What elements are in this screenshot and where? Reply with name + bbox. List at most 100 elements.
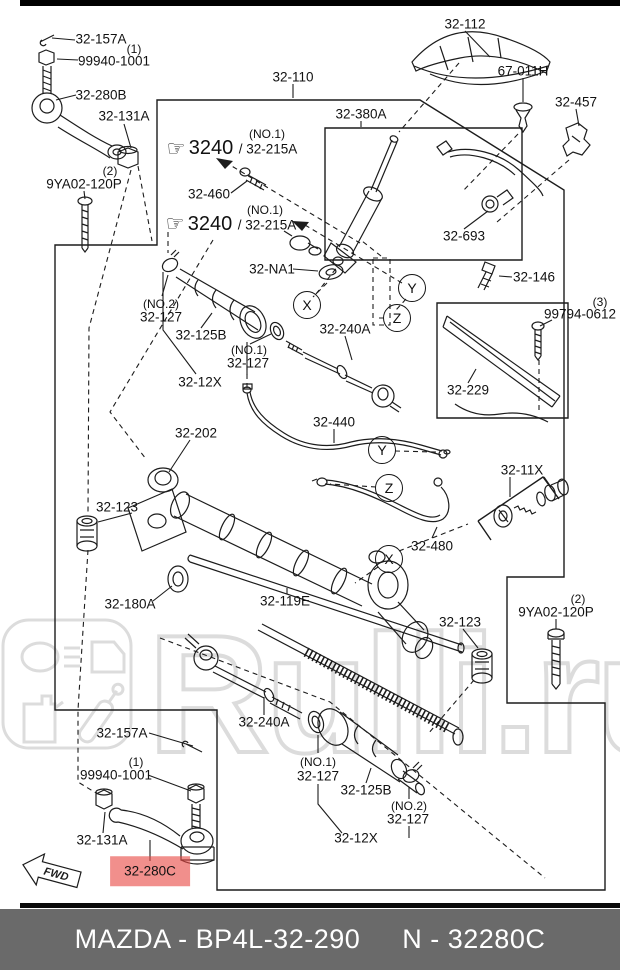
bolt-32146-drawing bbox=[477, 261, 496, 291]
tie-rod-end-lower-drawing bbox=[95, 740, 215, 865]
harness-drawing bbox=[436, 140, 544, 213]
part-label: 32-12X bbox=[178, 374, 222, 390]
view-ref-circle-z: Z bbox=[383, 304, 411, 332]
part-label: 32-457 bbox=[554, 94, 598, 110]
pointing-hand-icon: ☞ bbox=[166, 137, 186, 161]
part-label: 32-123 bbox=[438, 614, 482, 630]
part-label: 32-110 bbox=[272, 69, 314, 85]
tie-rod-end-upper-drawing bbox=[31, 34, 139, 169]
part-label: 32-127 bbox=[139, 309, 183, 325]
footer-ref-number: N - 32280C bbox=[402, 924, 546, 954]
part-label: 32-460 bbox=[187, 186, 231, 202]
inner-tie-rod-upper-drawing bbox=[285, 340, 402, 413]
bushing-32123-left-drawing bbox=[76, 515, 98, 552]
part-label: (NO.2) bbox=[391, 799, 427, 813]
part-label: 32-693 bbox=[442, 228, 486, 244]
part-label: 32-480 bbox=[410, 538, 454, 554]
car-door-icon bbox=[90, 640, 126, 674]
part-label: 32-229 bbox=[446, 382, 490, 398]
leader-lines bbox=[51, 30, 580, 861]
footer-divider-line bbox=[20, 903, 620, 908]
part-label: 32-127 bbox=[386, 811, 430, 827]
bolt-99794-drawing bbox=[531, 321, 545, 361]
footer-part-number: MAZDA - BP4L-32-290 bbox=[74, 924, 361, 954]
top-border-bar bbox=[20, 0, 620, 6]
part-label: (NO.2) bbox=[143, 297, 179, 311]
watermark-text: Rulli.ru bbox=[146, 598, 620, 790]
part-label: 67-011H bbox=[497, 63, 549, 79]
part-label: 99794-0612 bbox=[543, 306, 617, 322]
part-label: / 32-215A bbox=[238, 141, 298, 157]
part-label: 32-440 bbox=[312, 414, 356, 430]
part-label: 32-119E bbox=[259, 593, 311, 609]
part-label: 32-131A bbox=[98, 108, 150, 124]
part-label: 9YA02-120P bbox=[518, 604, 594, 620]
parts-3211x-drawing bbox=[493, 478, 569, 528]
view-ref-circle-z: Z bbox=[375, 474, 403, 502]
light-rays-icon bbox=[64, 646, 80, 668]
part-label: 32-112 bbox=[444, 16, 486, 32]
part-label: 32-202 bbox=[174, 425, 218, 441]
part-label: 32-125B bbox=[340, 782, 392, 798]
bushing-32123-right-drawing bbox=[471, 648, 493, 684]
part-label: 32-146 bbox=[512, 269, 556, 285]
part-label: (1) bbox=[126, 42, 142, 56]
view-ref-circle-y: Y bbox=[368, 436, 396, 464]
part-label: (NO.1) bbox=[249, 127, 285, 141]
part-label: 32-123 bbox=[95, 499, 139, 515]
view-ref-circle-x: X bbox=[293, 291, 321, 319]
part-label: 32-240A bbox=[319, 321, 371, 337]
part-label: 32-127 bbox=[226, 355, 270, 371]
headlight-icon bbox=[20, 641, 60, 673]
part-label: 32-12X bbox=[334, 830, 378, 846]
pipe-32480-drawing bbox=[311, 477, 450, 523]
view-ref-circle-y: Y bbox=[398, 274, 426, 302]
shock-absorber-icon bbox=[77, 682, 125, 744]
part-label: (2) bbox=[570, 592, 586, 606]
view-ref-circle-x: X bbox=[375, 545, 403, 573]
part-label: 32-157A bbox=[96, 725, 148, 741]
part-label: 32-NA1 bbox=[249, 261, 295, 277]
part-label: 32-11X bbox=[500, 462, 544, 478]
part-label-highlighted: 32-280C bbox=[110, 856, 190, 886]
part-label: 99940-1001 bbox=[77, 53, 151, 69]
part-label: 32-280B bbox=[75, 87, 127, 103]
inner-tie-rod-lower-drawing bbox=[184, 633, 303, 720]
footer-bar: MAZDA - BP4L-32-290 N - 32280C bbox=[0, 909, 620, 970]
boot-lower-drawing bbox=[307, 708, 426, 796]
mount-32112-drawing bbox=[411, 31, 551, 86]
part-label: (3) bbox=[592, 295, 608, 309]
shock-absorber-drawing bbox=[323, 135, 399, 274]
part-label: (1) bbox=[128, 755, 144, 769]
structure-boxes bbox=[54, 99, 606, 891]
part-label: (2) bbox=[102, 164, 118, 178]
bolt-32460-drawing bbox=[239, 167, 267, 191]
part-label: 32-131A bbox=[76, 832, 128, 848]
part-label: 32-157A bbox=[75, 31, 127, 47]
part-label: (NO.1) bbox=[231, 343, 267, 357]
direction-arrowheads bbox=[216, 158, 309, 231]
bracket-32229-drawing bbox=[442, 315, 561, 423]
clip-67011h-drawing bbox=[513, 102, 533, 134]
rack-bar-toothed-drawing bbox=[257, 623, 464, 746]
part-label: 32-180A bbox=[104, 596, 156, 612]
pointing-hand-icon: ☞ bbox=[165, 212, 185, 236]
pinion-shaft-stub-drawing bbox=[283, 230, 322, 256]
bolt-upper-left-drawing bbox=[77, 196, 93, 253]
part-label: 99940-1001 bbox=[79, 767, 153, 783]
oil-can-icon bbox=[22, 694, 64, 744]
part-label: 9YA02-120P bbox=[46, 176, 122, 192]
clip-32457-drawing bbox=[562, 122, 591, 157]
part-label: (NO.1) bbox=[300, 755, 336, 769]
bolt-lower-right-drawing bbox=[547, 628, 565, 690]
washer-32na1-drawing bbox=[318, 264, 344, 280]
part-label: 32-125B bbox=[175, 327, 227, 343]
rack-bar-smooth-drawing bbox=[187, 554, 465, 654]
part-label: 32-127 bbox=[296, 768, 340, 784]
part-label: 32-380A bbox=[335, 106, 387, 122]
watermark-logo bbox=[1, 618, 133, 750]
part-label: 3240 bbox=[187, 213, 233, 235]
part-label: / 32-215A bbox=[237, 217, 297, 233]
part-label: 32-240A bbox=[238, 714, 290, 730]
